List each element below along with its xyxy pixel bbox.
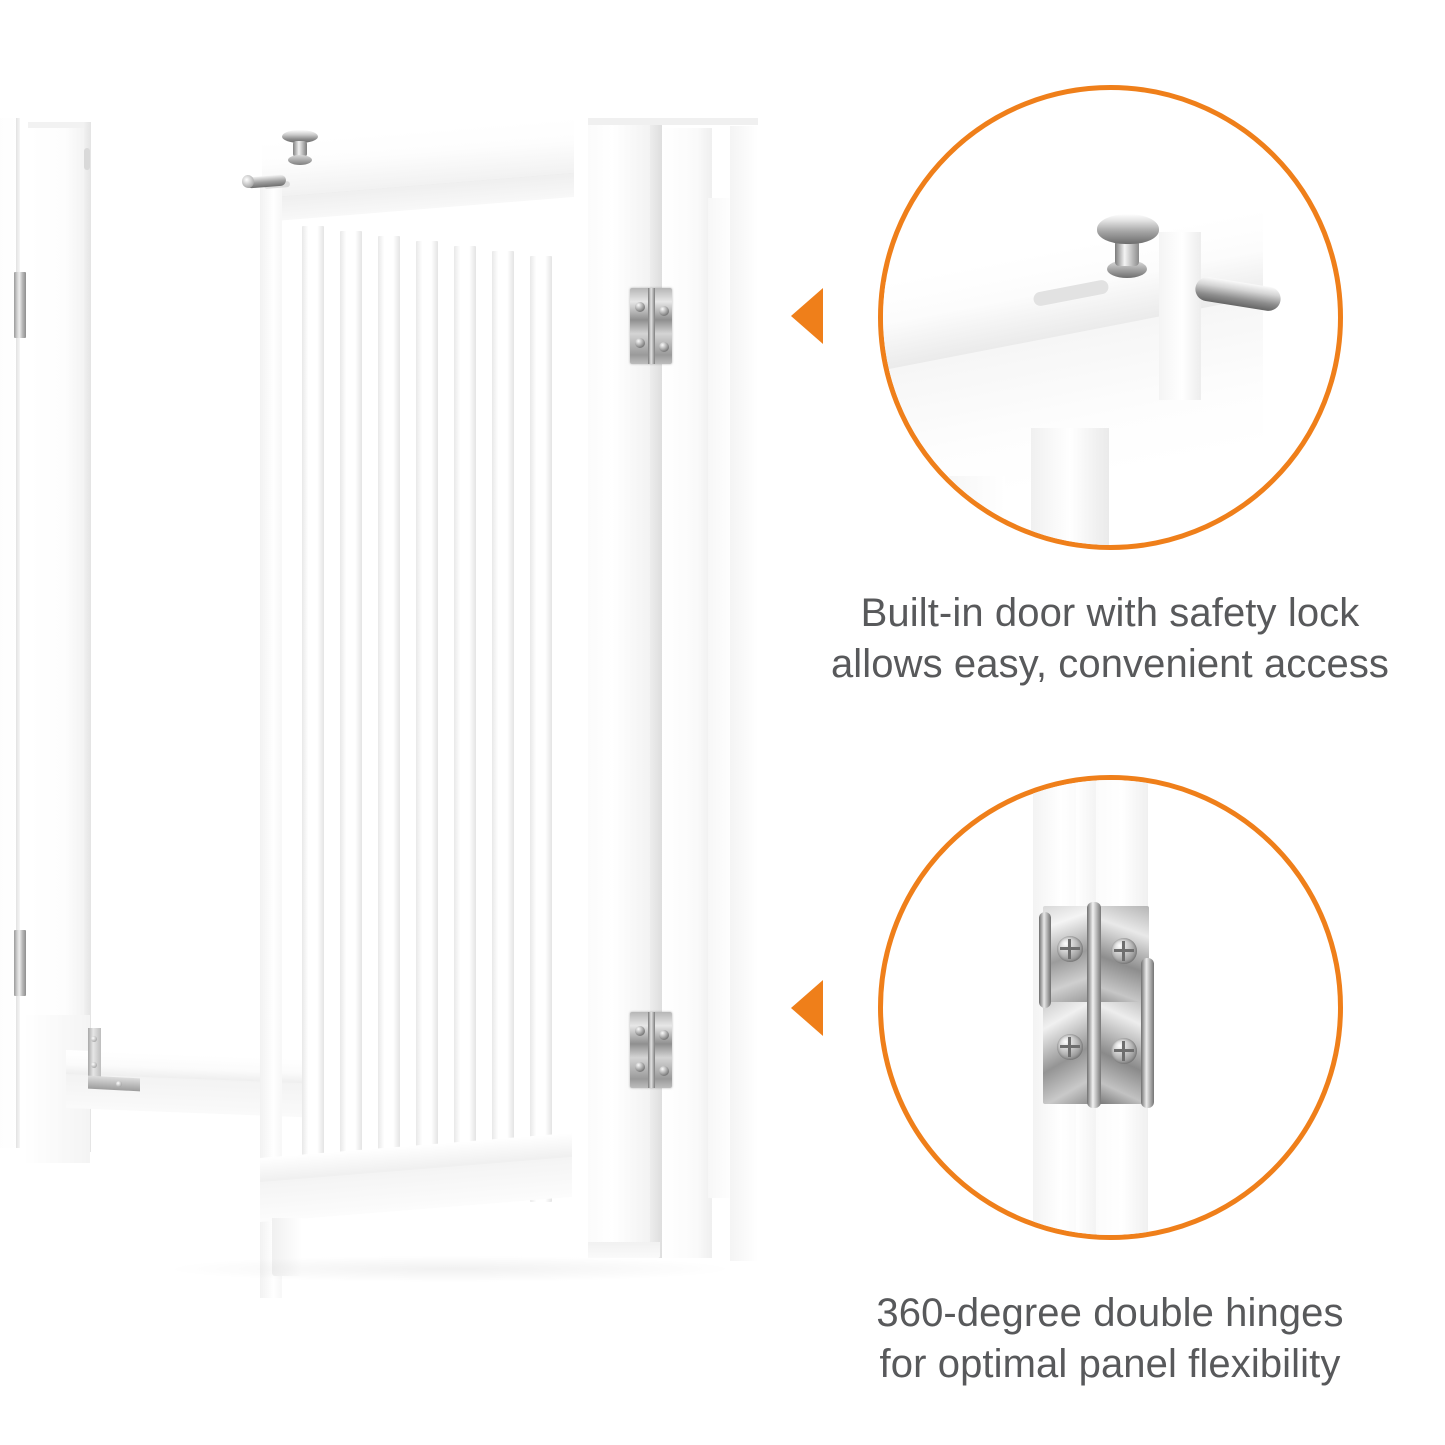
hinge-knuckle: [648, 1012, 655, 1088]
dowel-hole: [84, 148, 90, 170]
door-foot: [272, 1218, 302, 1276]
right-panel-front-edge: [650, 118, 662, 1258]
gate-door-panel: [258, 116, 588, 1300]
side-panel-left-top-cap: [28, 122, 90, 128]
side-panel-left-edge: [84, 122, 91, 1152]
door-slat: [492, 251, 514, 1199]
safety-lock-latch[interactable]: [241, 130, 342, 210]
door-slat: [454, 246, 476, 1196]
ground-shadow: [170, 1256, 730, 1282]
hinge-left-upper: [14, 272, 26, 338]
hinge-screw: [1111, 938, 1137, 964]
lock-knob-icon: [1097, 214, 1159, 244]
hinge-screw: [635, 338, 645, 348]
zoom-rail-end-cap: [1159, 232, 1201, 400]
bracket-screw: [91, 1062, 97, 1068]
hinge-screw: [635, 1062, 645, 1072]
hinge-screw: [1057, 936, 1083, 962]
zoom-panel-stile: [1031, 428, 1109, 545]
triangle-left-icon: [791, 288, 823, 344]
zoom-bubble-double-hinges: [878, 775, 1343, 1240]
right-panel-top-cap: [588, 118, 758, 125]
right-panel-foot: [588, 1242, 660, 1258]
l-bracket-vertical-leg: [88, 1028, 101, 1082]
hinge-screw: [659, 1030, 669, 1040]
door-slat: [302, 226, 324, 1184]
hinge-screw: [659, 306, 669, 316]
bracket-screw: [116, 1081, 122, 1087]
lock-knob-neck: [293, 141, 307, 157]
callout-safety-lock-caption: Built-in door with safety lock allows ea…: [830, 591, 1390, 687]
callout-double-hinges-caption: 360-degree double hinges for optimal pan…: [876, 1291, 1344, 1387]
hinge-pin: [1141, 958, 1154, 1108]
door-slat: [340, 231, 362, 1187]
hinge-screw: [659, 1066, 669, 1076]
hinge-knuckle: [648, 288, 655, 364]
hinge-screw: [635, 1026, 645, 1036]
zoom-bubble-safety-lock: [878, 85, 1343, 550]
lock-knob-icon[interactable]: [282, 130, 318, 143]
hinge-screw: [1111, 1038, 1137, 1064]
hinge-left-lower: [14, 930, 26, 996]
side-panel-far-left: [0, 118, 18, 1148]
side-panel-far-left-edge: [16, 118, 20, 1148]
product-photo: [0, 116, 758, 1300]
door-left-stile: [260, 178, 282, 1298]
hinge-screw: [659, 342, 669, 352]
right-panel-far-edge: [730, 126, 758, 1261]
door-slat: [530, 256, 552, 1202]
door-slat: [416, 241, 438, 1193]
side-panel-left: [28, 122, 90, 1152]
hinge-pin: [1087, 902, 1101, 1108]
hinge-icon: [1039, 902, 1159, 1108]
right-panel-slat: [708, 198, 734, 1198]
hinge-screw: [1057, 1034, 1083, 1060]
zoom-lock-knob-neck: [1115, 240, 1139, 266]
lock-knob-base: [288, 155, 312, 165]
hinge-pin: [1039, 912, 1051, 1008]
triangle-left-icon: [791, 980, 823, 1036]
hinge-screw: [635, 302, 645, 312]
zoom-panel-stile-secondary: [949, 476, 1005, 545]
l-bracket: [88, 1028, 140, 1092]
door-slat: [378, 236, 400, 1190]
bracket-screw: [91, 1036, 97, 1042]
double-hinge-upper: [630, 288, 672, 364]
double-hinge-lower: [630, 1012, 672, 1088]
